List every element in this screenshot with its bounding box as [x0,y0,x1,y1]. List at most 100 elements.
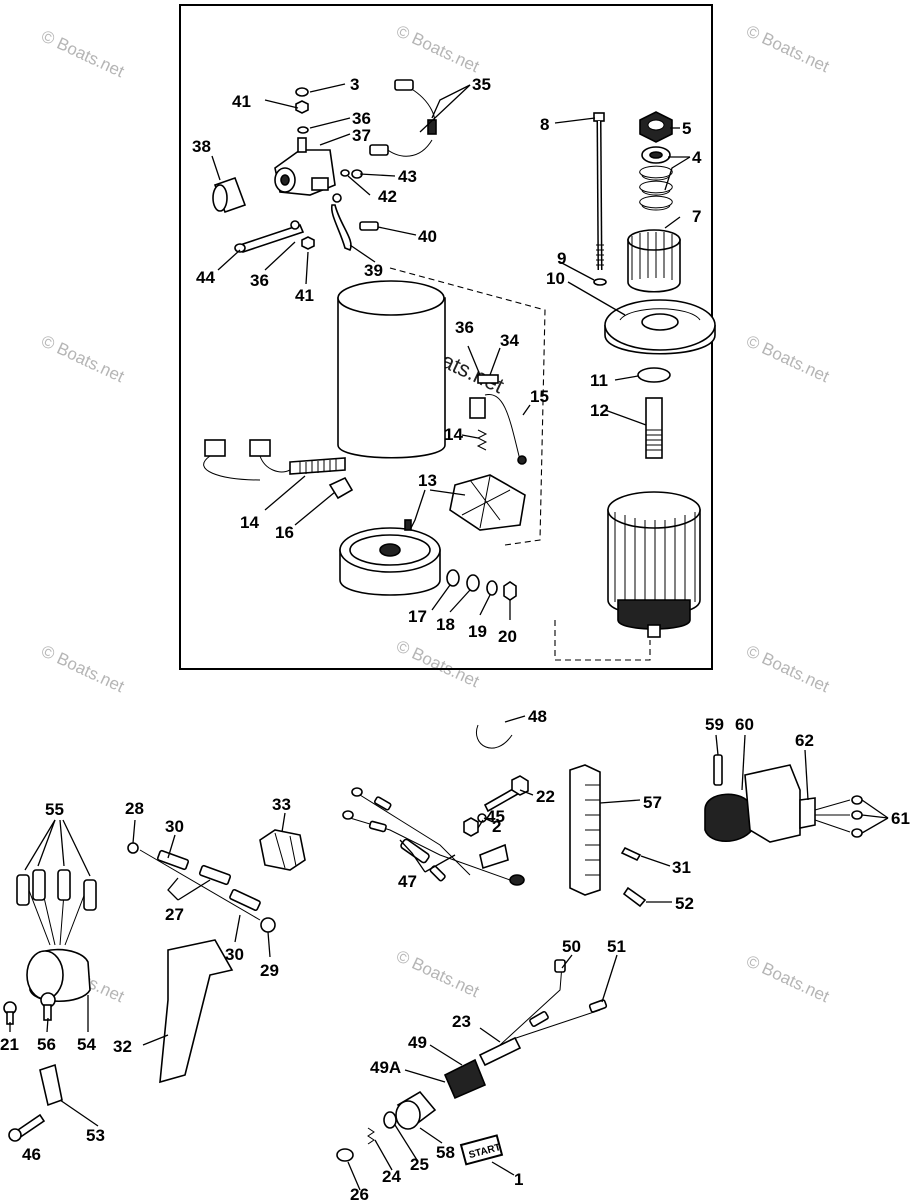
callout-48: 48 [528,707,547,726]
callout-47: 47 [398,872,417,891]
callout-33: 33 [272,795,291,814]
callout-12: 12 [590,401,609,420]
callout-2: 2 [492,817,501,836]
callout-4: 4 [692,148,702,167]
callout-52: 52 [675,894,694,913]
callout-49A: 49A [370,1058,401,1077]
nut-2-45 [463,813,487,837]
through-bolt-8 [593,112,605,271]
callout-36: 36 [250,271,269,290]
bracket-39 [330,193,379,252]
callout-16: 16 [275,523,294,542]
key-switch [336,959,608,1162]
callout-8: 8 [540,115,549,134]
callout-14: 14 [240,513,259,532]
callout-41: 41 [232,92,251,111]
callout-10: 10 [546,269,565,288]
brush-holder [449,374,527,531]
callout-61: 61 [891,809,910,828]
callout-46: 46 [22,1145,41,1164]
callout-60: 60 [735,715,754,734]
callout-15: 15 [530,387,549,406]
callout-17: 17 [408,607,427,626]
callout-57: 57 [643,793,662,812]
choke-solenoid-54 [16,869,97,1002]
callout-56: 56 [37,1035,56,1054]
callout-18: 18 [436,615,455,634]
watermark: © Boats.net [743,331,832,386]
callout-37: 37 [352,126,371,145]
callout-25: 25 [410,1155,429,1174]
assembly-outline-2 [554,620,651,661]
drive-gear-7 [627,229,681,293]
callout-62: 62 [795,731,814,750]
clamp-48 [476,724,513,749]
washer-9 [593,278,607,286]
watermark: © Boats.net [393,636,482,691]
cable-35 [369,79,437,157]
callout-40: 40 [418,227,437,246]
armature-12 [607,397,701,638]
screw-31 [620,846,642,862]
screw-46 [8,1113,46,1142]
watermark: © Boats.net [743,21,832,76]
handle-32 [159,939,234,1084]
callout-27: 27 [165,905,184,924]
nut-5 [639,111,673,143]
callout-35: 35 [472,75,491,94]
watermark: © Boats.net [38,331,127,386]
callout-28: 28 [125,799,144,818]
cable-27-30 [127,842,276,933]
leader-lines [9,83,889,1191]
watermark: © Boats.net [38,26,127,81]
drive-end-cap-10 [604,299,716,355]
callout-39: 39 [364,261,383,280]
callout-29: 29 [260,961,279,980]
callout-45: 45 [486,807,505,826]
callout-20: 20 [498,627,517,646]
insulator-16 [328,476,354,500]
callout-34: 34 [500,331,519,350]
watermark: © Boats.net [393,946,482,1001]
terminal-block-57 [569,764,601,896]
start-label-1: START [459,1134,504,1166]
boot-38 [212,176,247,214]
terminal-hardware-17-20 [446,569,517,601]
callout-19: 19 [468,622,487,641]
callout-30: 30 [225,945,244,964]
thrust-washer-11 [637,367,671,383]
watermark: © Boats.net [38,641,127,696]
callout-36: 36 [455,318,474,337]
spring-4 [639,146,673,211]
screw-21 [3,1001,17,1025]
field-frame [337,280,446,459]
harness-47 [342,787,525,886]
callout-24: 24 [382,1167,401,1186]
starter-switch [274,137,336,196]
brush-lead-14 [203,439,346,481]
callout-58: 58 [436,1143,455,1162]
callout-53: 53 [86,1126,105,1145]
clip-53 [39,1063,63,1107]
watermark: © Boats.net [743,641,832,696]
lead-44 [234,220,315,253]
callout-22: 22 [536,787,555,806]
callout-41: 41 [295,286,314,305]
callout-30: 30 [165,817,184,836]
callout-21: 21 [0,1035,19,1054]
screw-52 [622,886,647,908]
callout-55: 55 [45,800,64,819]
callout-13: 13 [418,471,437,490]
callout-23: 23 [452,1012,471,1031]
callout-11: 11 [590,371,608,390]
callout-32: 32 [113,1037,132,1056]
callout-51: 51 [607,937,626,956]
callout-54: 54 [77,1035,96,1054]
callout-14: 14 [444,425,463,444]
callout-42: 42 [378,187,397,206]
nut-washers-top [295,87,363,179]
choke-assembly-60-62 [704,754,863,843]
callout-38: 38 [192,137,211,156]
callout-31: 31 [672,858,691,877]
